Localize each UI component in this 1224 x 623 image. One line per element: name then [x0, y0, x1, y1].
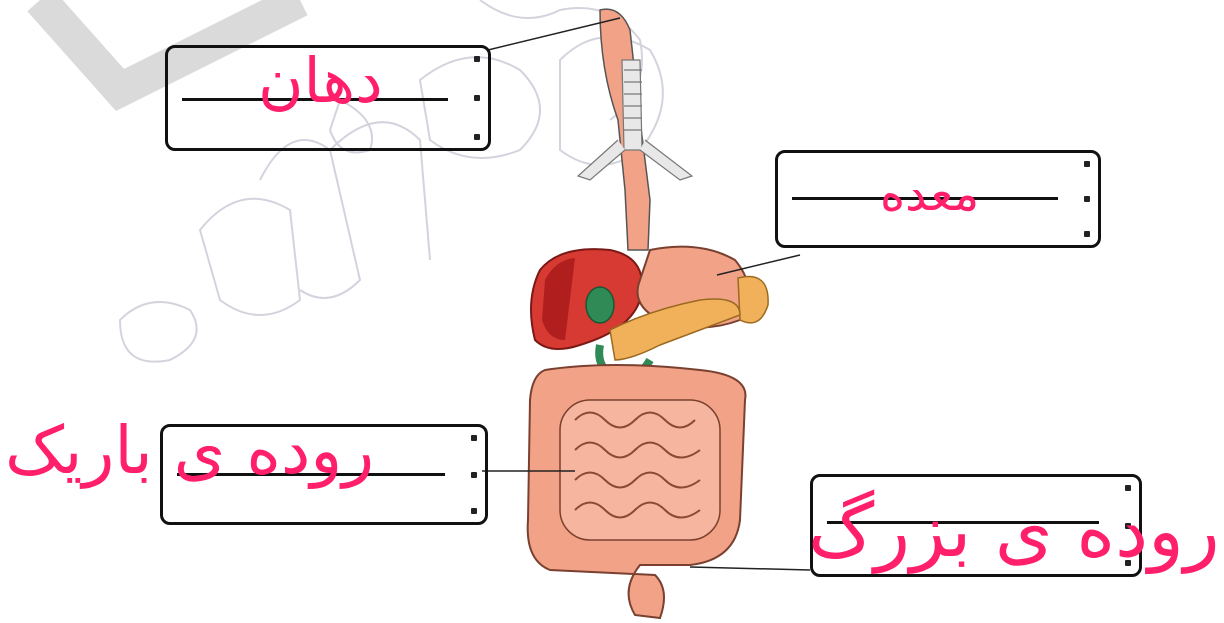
label-large-intestine: روده ی بزرگ — [808, 494, 1220, 568]
label-mouth: دهان — [258, 50, 383, 112]
hole-punch-dots — [472, 56, 482, 140]
hole-punch-dots — [469, 435, 479, 514]
label-small-intestine: روده ی باریک — [5, 418, 374, 484]
label-stomach: معده — [880, 170, 979, 218]
hole-punch-dots — [1082, 161, 1092, 237]
